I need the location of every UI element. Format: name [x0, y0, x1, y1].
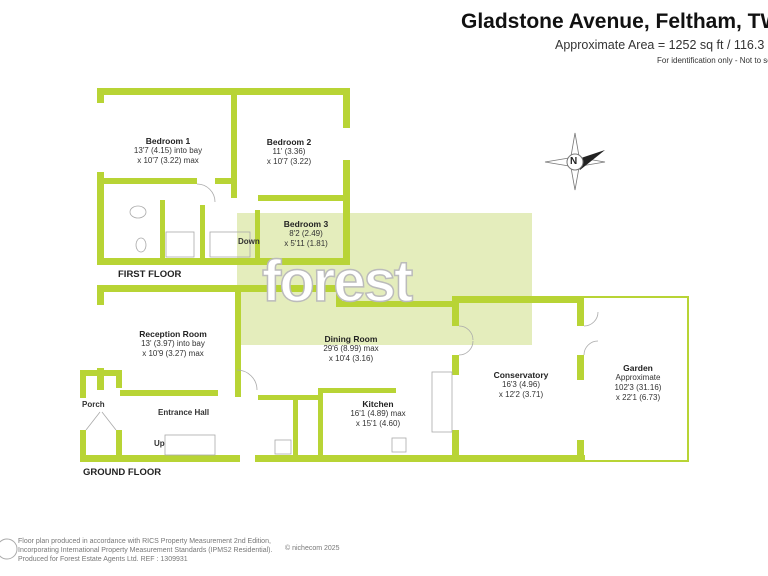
- garden-boundary: [584, 296, 689, 462]
- watermark-logo: forest: [261, 248, 414, 315]
- stairs-up-label: Up: [154, 439, 165, 448]
- entrance-hall-label: Entrance Hall: [158, 408, 210, 417]
- compass-icon: [544, 132, 606, 191]
- identification-note: For identification only - Not to sc: [657, 56, 768, 65]
- first-floor-label: FIRST FLOOR: [118, 269, 182, 280]
- stairs-down-label: Down: [238, 237, 260, 246]
- compass-north-label-text: N: [570, 156, 578, 167]
- first-floor-walls: [97, 88, 350, 265]
- ground-floor-label: GROUND FLOOR: [83, 467, 162, 478]
- copyright: © nichecom 2025: [285, 545, 340, 552]
- watermark-box: [237, 213, 532, 345]
- doors-and-fixtures: [85, 183, 599, 456]
- approximate-area: Approximate Area = 1252 sq ft / 116.3 sq: [555, 38, 768, 52]
- info-icon: [0, 538, 18, 560]
- porch-label: Porch: [82, 400, 105, 409]
- property-title: Gladstone Avenue, Feltham, TW1: [461, 10, 768, 33]
- footer-disclaimer: Floor plan produced in accordance with R…: [18, 538, 273, 563]
- ground-floor-walls: [80, 285, 585, 462]
